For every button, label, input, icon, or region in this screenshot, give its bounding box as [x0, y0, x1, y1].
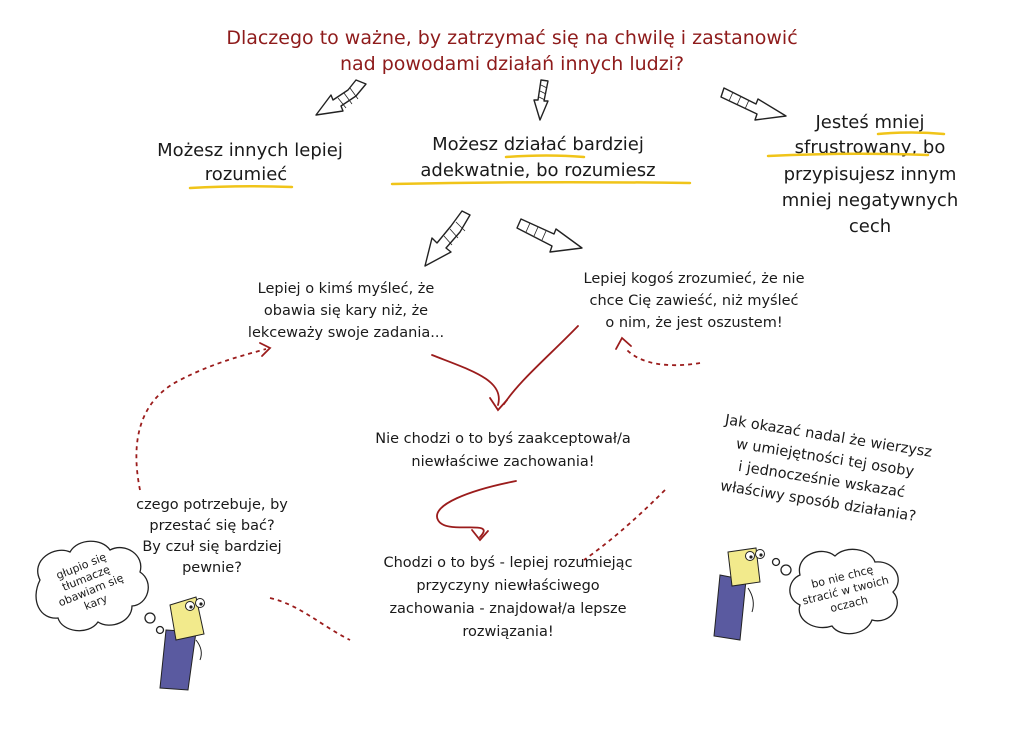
thought-cloud-right: bo nie chcę stracić w twoich oczach	[771, 548, 899, 635]
goal-line-1: Chodzi o to byś - lepiej rozumiejąc	[383, 555, 632, 571]
benefit-understand: Możesz innych lepiej rozumieć	[157, 140, 343, 190]
arrow-to-left-benefit	[315, 79, 367, 116]
goal-line-2: przyczyny niewłaściwego	[416, 578, 599, 594]
figure-left	[159, 596, 205, 691]
highlight-rozumiec	[188, 184, 294, 190]
question-left-line-2: przestać się bać?	[149, 518, 274, 534]
dashed-loop-left	[135, 342, 351, 641]
connector-not-accept-to-goal	[436, 480, 517, 542]
example-left-line-1: Lepiej o kimś myśleć, że	[258, 281, 435, 297]
arrow-to-right-example	[516, 218, 583, 253]
benefit-frustration-line-5: cech	[849, 216, 891, 237]
benefit-understand-line-2: rozumieć	[205, 164, 287, 185]
benefit-frustration-line-4: mniej negatywnych	[782, 190, 958, 211]
highlight-mniej	[876, 131, 946, 136]
goal-statement: Chodzi o to byś - lepiej rozumiejąc przy…	[383, 555, 632, 640]
highlight-adekwatnie	[390, 180, 692, 186]
title-line-2: nad powodami działań innych ludzi?	[340, 53, 684, 75]
example-right-line-2: chce Cię zawieść, niż myśleć	[589, 293, 798, 309]
goal-line-3: zachowania - znajdował/a lepsze	[389, 601, 626, 617]
example-left-line-2: obawia się kary niż, że	[264, 303, 428, 319]
example-right-line-1: Lepiej kogoś zrozumieć, że nie	[584, 271, 805, 287]
connector-examples-to-not-accept	[431, 325, 579, 412]
not-accept-line-2: niewłaściwe zachowania!	[411, 454, 594, 470]
arrow-to-center-benefit	[533, 79, 549, 121]
question-how-to-show: Jak okazać nadal że wierzysz w umiejętno…	[719, 412, 933, 525]
highlight-sfrustrowany	[766, 152, 930, 158]
benefit-frustration-line-3: przypisujesz innym	[784, 164, 957, 185]
dashed-loop-right	[583, 336, 701, 561]
title-line-1: Dlaczego to ważne, by zatrzymać się na c…	[226, 27, 797, 49]
benefit-act-line-1: Możesz działać bardziej	[432, 134, 644, 155]
question-left-line-4: pewnie?	[182, 560, 242, 576]
question-what-needs: czego potrzebuje, by przestać się bać? B…	[136, 497, 288, 576]
benefit-frustration-line-1: Jesteś mniej	[814, 112, 924, 133]
benefit-act-adequately: Możesz działać bardziej adekwatnie, bo r…	[390, 134, 692, 186]
question-left-line-3: By czuł się bardziej	[142, 539, 281, 555]
benefit-act-line-2: adekwatnie, bo rozumiesz	[420, 160, 655, 181]
arrow-to-left-example	[424, 210, 471, 267]
figure-right	[713, 547, 765, 641]
benefit-understand-line-1: Możesz innych lepiej	[157, 140, 343, 161]
benefit-less-frustrated: Jesteś mniej sfrustrowany, bo przypisuje…	[766, 112, 958, 237]
highlight-dzialac	[504, 154, 586, 159]
diagram-title: Dlaczego to ważne, by zatrzymać się na c…	[226, 27, 797, 75]
not-accept-line-1: Nie chodzi o to byś zaakceptował/a	[375, 431, 631, 447]
example-fear-of-punishment: Lepiej o kimś myśleć, że obawia się kary…	[248, 281, 444, 341]
arrow-to-right-benefit	[720, 87, 787, 121]
example-left-line-3: lekceważy swoje zadania...	[248, 325, 444, 341]
question-left-line-1: czego potrzebuje, by	[136, 497, 288, 513]
not-accept-statement: Nie chodzi o to byś zaakceptował/a niewł…	[375, 431, 631, 470]
thought-cloud-left: głupio się tłumaczę obawiam się kary	[35, 540, 165, 635]
goal-line-4: rozwiązania!	[462, 624, 553, 640]
example-not-disappoint: Lepiej kogoś zrozumieć, że nie chce Cię …	[584, 271, 805, 331]
example-right-line-3: o nim, że jest oszustem!	[605, 315, 782, 331]
